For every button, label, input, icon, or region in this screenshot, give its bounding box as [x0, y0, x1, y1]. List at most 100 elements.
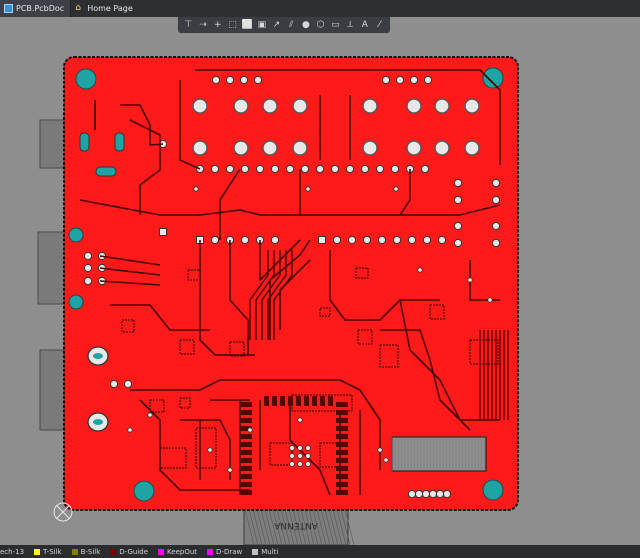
layer-tab-label: B-Silk [80, 547, 101, 556]
header-pin [315, 164, 325, 174]
layer-tab-label: D-Guide [119, 547, 149, 556]
edge-pad [68, 294, 84, 310]
layer-tab-t-silk[interactable]: T-Silk [29, 545, 67, 558]
board-copper-pour[interactable] [63, 56, 519, 511]
layer-tab-d-guide[interactable]: D-Guide [105, 545, 153, 558]
header-pin [420, 164, 430, 174]
copper-trace [110, 304, 210, 331]
ic-pad [240, 402, 252, 407]
header-pin [270, 235, 280, 245]
layer-color-swatch [158, 548, 165, 555]
antenna-hatch [287, 504, 299, 545]
through-hole-pad [464, 140, 480, 156]
copper-trace [99, 280, 161, 286]
antenna-hatch [251, 504, 263, 545]
filter-icon[interactable]: ⊤ [184, 20, 193, 30]
cross-select-icon[interactable]: + [213, 20, 222, 30]
measure-icon[interactable]: ⟂ [347, 20, 354, 30]
antenna-hatch [259, 504, 271, 545]
header-pin [453, 238, 463, 248]
via [193, 186, 199, 192]
ic-pad [304, 396, 309, 406]
header-pin [239, 75, 249, 85]
align-icon[interactable]: ⬜ [241, 20, 253, 30]
layer-tab-label: ech-13 [0, 547, 25, 556]
fill-icon[interactable]: ▭ [331, 20, 340, 30]
module-shield [391, 436, 487, 472]
layer-color-swatch [71, 548, 78, 555]
interactive-route-icon[interactable]: ↗ [272, 20, 281, 30]
ic-pad [336, 402, 348, 407]
line-icon[interactable]: ⁄ [378, 20, 381, 30]
ic-pad [240, 450, 252, 455]
active-bar-toolbar: ⊤ ⇢ + ⬚ ⬜ ▣ ↗ ⫽ ● ⬡ ▭ ⟂ A ⁄ [178, 17, 390, 33]
copper-trace [320, 204, 501, 216]
antenna-hatch [299, 504, 311, 545]
tab-home-page[interactable]: ⌂ Home Page [71, 0, 139, 17]
layer-tab-label: Multi [261, 547, 279, 556]
header-pin [453, 195, 463, 205]
antenna-hatch [275, 504, 287, 545]
header-pin [83, 276, 93, 286]
ic-pad [336, 450, 348, 455]
header-pin [421, 489, 431, 499]
copper-trace [130, 379, 381, 470]
header-pin [409, 75, 419, 85]
through-hole-pad [406, 140, 422, 156]
route-icon[interactable]: ⇢ [199, 20, 207, 30]
smd-footprint [179, 397, 191, 409]
header-pin [240, 235, 250, 245]
text-icon[interactable]: A [361, 20, 368, 30]
origin-marker-icon [53, 502, 73, 522]
ic-pad [312, 396, 317, 406]
layer-tab-multi[interactable]: Multi [247, 545, 283, 558]
ic-pad [240, 458, 252, 463]
layer-tab-d-draw[interactable]: D-Draw [202, 545, 247, 558]
via-icon[interactable]: ● [302, 20, 310, 30]
antenna-hatch [295, 504, 307, 545]
component-icon[interactable]: ▣ [257, 20, 267, 30]
layer-tab-b-silk[interactable]: B-Silk [67, 545, 106, 558]
smd-footprint [379, 344, 399, 368]
header-pin [109, 379, 119, 389]
through-hole-pad [192, 140, 208, 156]
header-pin [330, 164, 340, 174]
select-rect-icon[interactable]: ⬚ [228, 20, 237, 30]
antenna-hatch [271, 504, 283, 545]
through-hole-pad [464, 98, 480, 114]
layer-tab-keepout[interactable]: KeepOut [153, 545, 202, 558]
antenna-hatch [331, 504, 343, 545]
smd-footprint [355, 267, 369, 279]
thermal-via [297, 453, 303, 459]
header-pin [437, 235, 447, 245]
ic-pad [240, 442, 252, 447]
via [467, 277, 473, 283]
layer-tab-ech-13[interactable]: ech-13 [0, 545, 29, 558]
antenna-hatch [243, 504, 255, 545]
layer-color-swatch [34, 548, 41, 555]
antenna-hatch [267, 504, 279, 545]
antenna-hatch [247, 504, 259, 545]
smd-footprint [319, 307, 331, 317]
header-pin [345, 164, 355, 174]
ic-pad [272, 396, 277, 406]
diff-pair-icon[interactable]: ⫽ [289, 20, 294, 30]
header-pin [332, 235, 342, 245]
header-pin [491, 195, 501, 205]
mounting-hole [75, 68, 97, 90]
via [147, 412, 153, 418]
ic-pad [280, 396, 285, 406]
ic-pad [336, 434, 348, 439]
copper-trace [273, 250, 293, 340]
smd-pad [95, 166, 117, 177]
thermal-via [305, 453, 311, 459]
copper-trace [129, 119, 161, 215]
tab-pcb-document[interactable]: PCB.PcbDoc [0, 0, 72, 17]
ic-pad [336, 490, 348, 495]
origin-marker-icon [56, 505, 70, 519]
polygon-icon[interactable]: ⬡ [316, 20, 325, 30]
header-pin [453, 178, 463, 188]
antenna-keepout [243, 504, 349, 545]
through-hole-pad [434, 98, 450, 114]
pcb-canvas[interactable]: ANTENNA [0, 33, 640, 545]
